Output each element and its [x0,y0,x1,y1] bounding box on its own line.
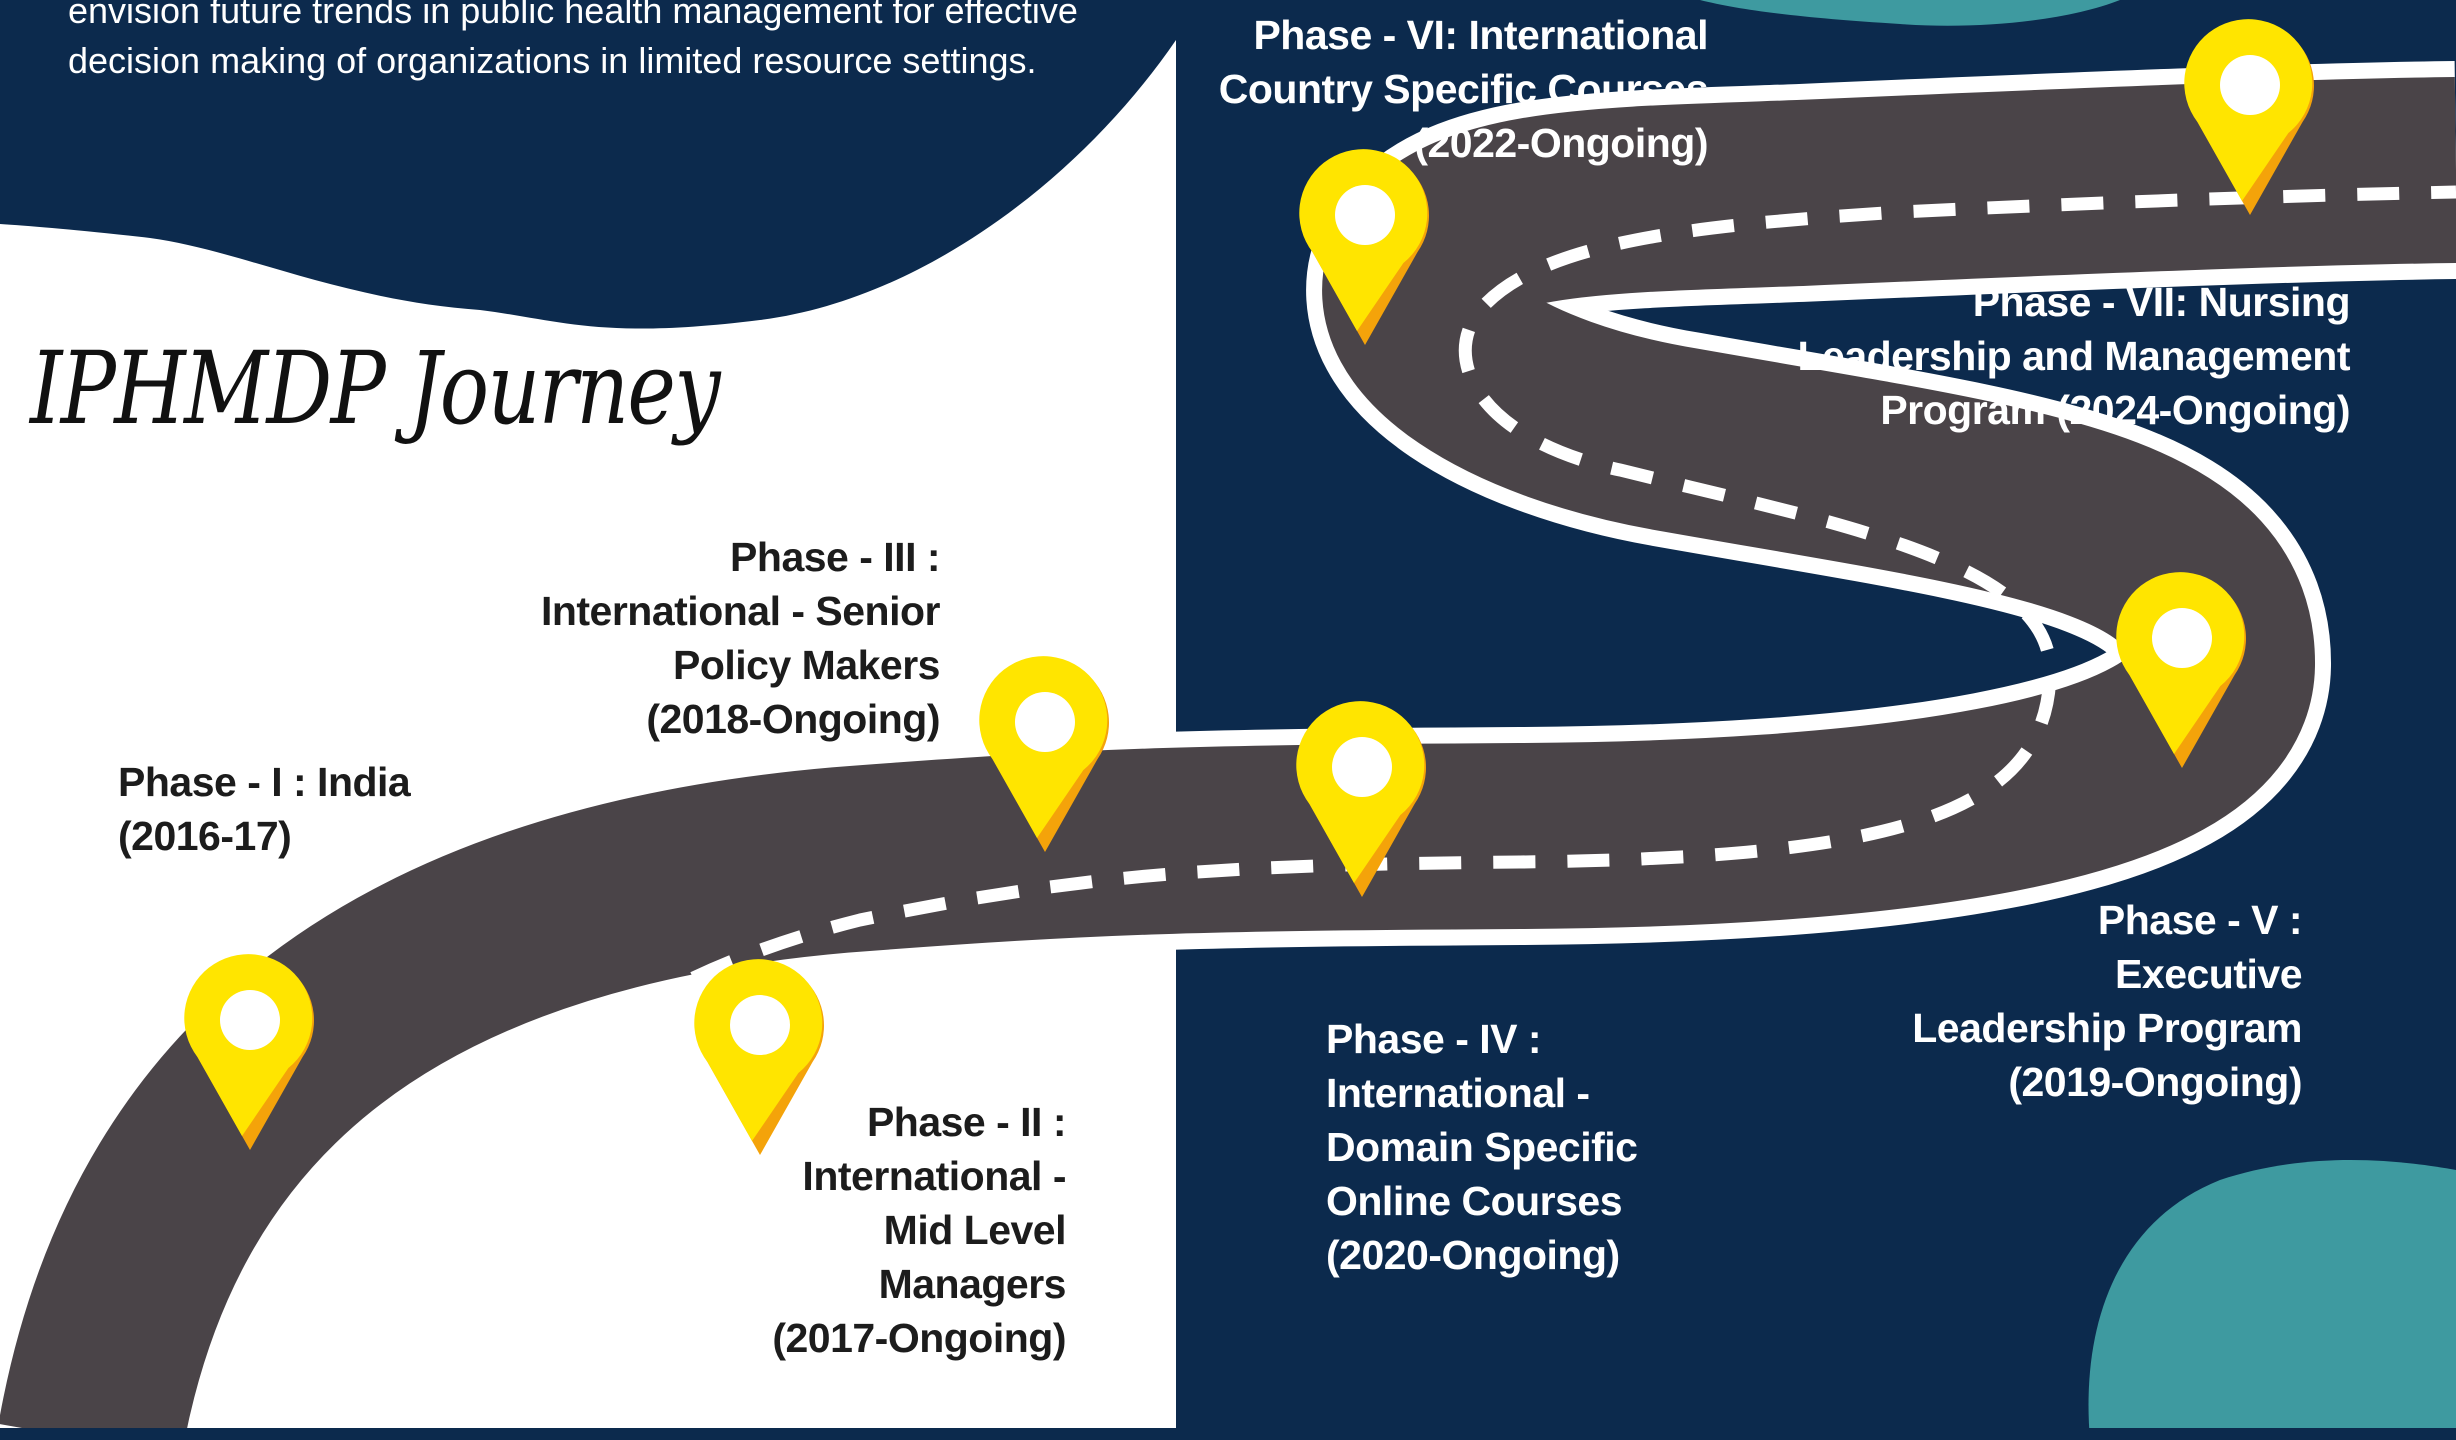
map-pin-icon [694,959,825,1155]
phase-2-line: Phase - II : [866,1099,1067,1145]
phase-2-line: Managers [878,1261,1067,1307]
phase-7-line: Leadership and Management [1797,333,2350,379]
teal-blob-bottom [2088,1160,2456,1440]
bottom-strip [0,1428,2456,1440]
phase-3-line: Phase - III : [730,534,940,580]
phase-6-label: Phase - VI: International Country Specif… [1218,8,1709,170]
phase-6-line: Phase - VI: International [1253,12,1708,58]
phase-5-line: (2019-Ongoing) [2008,1059,2302,1105]
phase-4-line: International - [1326,1070,1590,1116]
phase-3-label: Phase - III : International - Senior Pol… [540,530,941,746]
map-pin-icon [2184,19,2314,216]
phase-3-line: (2018-Ongoing) [646,696,940,742]
teal-blob-top [1700,0,2120,26]
phase-4-line: Phase - IV : [1326,1016,1542,1062]
phase-3-line: International - Senior [540,588,941,634]
phase-1-label: Phase - I : India (2016-17) [118,755,411,863]
phase-3-line: Policy Makers [673,642,941,688]
phase-5-line: Executive [2115,951,2302,997]
phase-1-line: Phase - I : India [118,759,411,805]
page-title: IPHMDP Journey [30,330,721,447]
phase-7-line: Phase - VII: Nursing [1972,279,2351,325]
phase-5-label: Phase - V : Executive Leadership Program… [1912,893,2302,1109]
intro-text: envision future trends in public health … [68,0,1088,86]
phase-4-line: Online Courses [1326,1178,1623,1224]
phase-5-line: Phase - V : [2097,897,2303,943]
map-pin-icon [2116,572,2246,768]
phase-5-line: Leadership Program [1912,1005,2302,1051]
phase-6-line: Country Specific Courses [1218,66,1709,112]
phase-4-label: Phase - IV : International - Domain Spec… [1326,1012,1638,1282]
phase-2-label: Phase - II : International - Mid Level M… [772,1095,1066,1365]
intro-line-2: decision making of organizations in limi… [68,40,1037,81]
intro-line-1: envision future trends in public health … [68,0,1078,31]
map-pin-icon [184,954,314,1150]
top-wave [0,0,1176,329]
map-pin-icon [979,656,1109,852]
phase-4-line: Domain Specific [1326,1124,1638,1170]
phase-7-label: Phase - VII: Nursing Leadership and Mana… [1797,275,2350,437]
phase-2-line: International - [802,1153,1066,1199]
map-pin-icon [1299,149,1429,345]
phase-2-line: Mid Level [883,1207,1067,1253]
map-pin-icon [1296,701,1426,897]
phase-6-line: (2022-Ongoing) [1414,120,1708,166]
phase-1-line: (2016-17) [118,813,292,859]
phase-7-line: Program (2024-Ongoing) [1880,387,2350,433]
phase-4-line: (2020-Ongoing) [1326,1232,1620,1278]
phase-2-line: (2017-Ongoing) [772,1315,1066,1361]
road-center-line [373,185,2456,1440]
pin-layer [184,19,2314,1155]
